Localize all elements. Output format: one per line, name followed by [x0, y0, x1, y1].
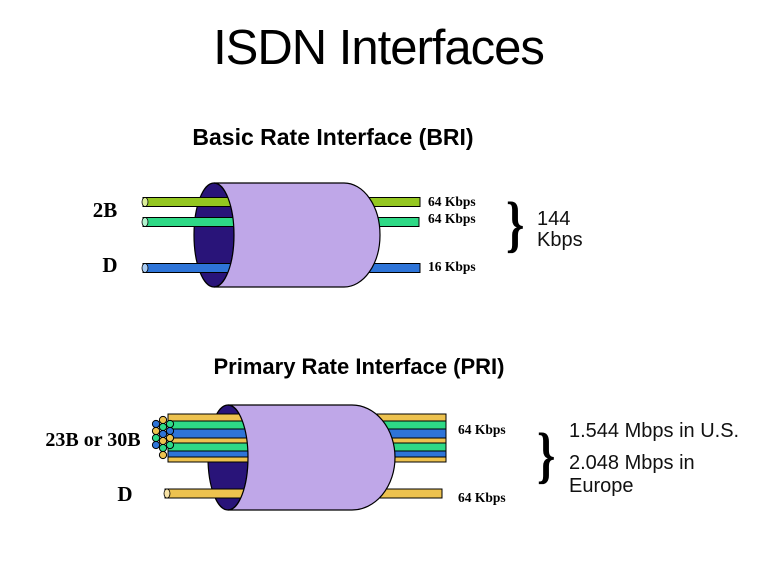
bri-rate-d: 16 Kbps [428, 259, 476, 274]
pri-rate-b: 64 Kbps [458, 422, 506, 437]
pri-total-us: 1.544 Mbps in U.S. [569, 420, 740, 442]
pri-cable-end [158, 436, 168, 446]
pri-cable-end [165, 440, 175, 450]
pri-cable-end [158, 429, 168, 439]
pri-cable-end [158, 415, 168, 425]
bri-channel-label: 2B [92, 198, 118, 222]
pri-cylinder-body [227, 404, 396, 511]
pri-brace: } [537, 422, 556, 490]
bri-d-line-tip [141, 263, 149, 273]
bri-b1-line-tip [141, 197, 149, 207]
bri-d-label: D [102, 253, 118, 277]
pri-cable-end [165, 419, 175, 429]
bri-heading: Basic Rate Interface (BRI) [192, 124, 474, 150]
pri-cable-end [151, 426, 161, 436]
pri-heading: Primary Rate Interface (PRI) [213, 354, 505, 379]
bri-cylinder-body [213, 182, 381, 288]
pri-rate-d: 64 Kbps [458, 490, 506, 505]
pri-cable-end [151, 440, 161, 450]
pri-cable-end [158, 422, 168, 432]
pri-d-line-tip [163, 488, 171, 499]
pri-total-eu: 2.048 Mbps in Europe [569, 452, 695, 497]
pri-cable-end [151, 419, 161, 429]
pri-cable-end [165, 433, 175, 443]
slide-title: ISDN Interfaces [213, 21, 545, 75]
bri-brace: } [506, 191, 525, 259]
pri-cable-end [165, 426, 175, 436]
pri-cylinder-diagram [151, 404, 447, 511]
bri-cylinder-diagram [141, 182, 421, 288]
bri-rate-b2: 64 Kbps [428, 211, 476, 226]
bri-b2-line-tip [141, 217, 149, 227]
pri-channel-label: 23B or 30B [45, 429, 141, 451]
pri-cable-end [158, 443, 168, 453]
pri-cable-end [151, 433, 161, 443]
bri-total: 144 Kbps [537, 208, 583, 251]
pri-cable-end [158, 450, 168, 460]
bri-rate-b1: 64 Kbps [428, 194, 476, 209]
pri-d-label: D [117, 482, 133, 506]
